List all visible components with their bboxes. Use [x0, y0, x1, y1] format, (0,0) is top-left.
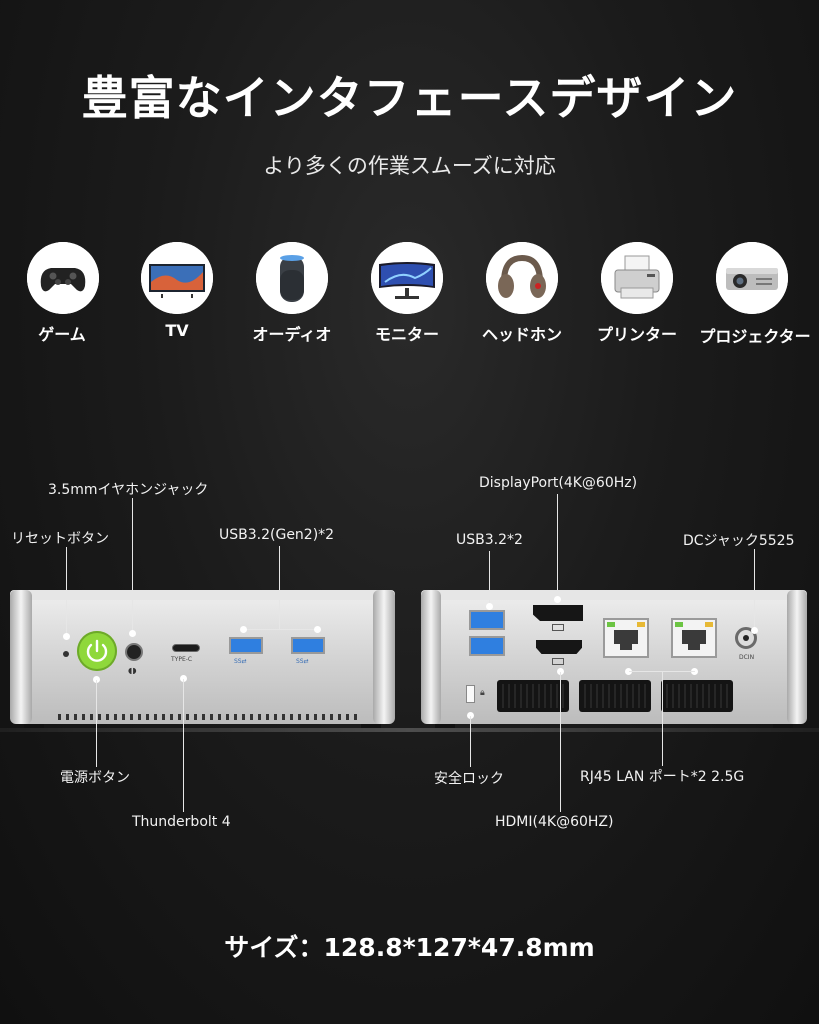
headphone-mark-icon: ◖◗	[128, 666, 137, 675]
rj45-led-1a	[607, 622, 615, 627]
dot-reset	[63, 633, 70, 640]
size-spec: サイズ：128.8*127*47.8mm	[224, 933, 595, 962]
callout-displayport: DisplayPort(4K@60Hz)	[479, 475, 638, 491]
rj45-socket-1	[614, 630, 638, 650]
projector-icon	[716, 242, 788, 314]
dot-displayport	[554, 596, 561, 603]
hdmi-port	[536, 640, 582, 654]
dot-thunderbolt	[180, 675, 187, 682]
power-button[interactable]	[77, 631, 117, 671]
lock-icon: 🔒︎	[480, 688, 485, 698]
leader-thunderbolt	[183, 679, 184, 812]
rj45-port-1	[603, 618, 649, 658]
rj45-socket-2	[682, 630, 706, 650]
device-label-projector: プロジェクター	[699, 327, 811, 346]
dot-usb-front-2	[314, 626, 321, 633]
hdmi-mark-icon	[552, 658, 564, 665]
usb-port-rear-2	[469, 636, 505, 656]
dot-audio-jack	[129, 630, 136, 637]
dot-rj45-1	[625, 668, 632, 675]
callout-audio-jack: 3.5mmイヤホンジャック	[48, 482, 209, 498]
audio-jack	[125, 643, 143, 661]
dot-lock	[467, 712, 474, 719]
leader-usb-front	[279, 546, 280, 630]
callout-power: 電源ボタン	[60, 770, 130, 786]
leader-power	[96, 680, 97, 767]
floor-line	[0, 728, 819, 732]
usb-port-rear-1	[469, 610, 505, 630]
dot-hdmi	[557, 668, 564, 675]
monitor-icon	[371, 242, 443, 314]
rj45-led-2a	[675, 622, 683, 627]
thunderbolt-port	[172, 644, 200, 652]
device-label-monitor: モニター	[374, 325, 439, 344]
callout-thunderbolt: Thunderbolt 4	[132, 814, 231, 830]
page-title: 豊富なインタフェースデザイン	[81, 71, 738, 125]
reset-button[interactable]	[63, 651, 69, 657]
device-label-game: ゲーム	[38, 325, 86, 344]
page-subtitle: より多くの作業スムーズに対応	[263, 154, 556, 178]
leader-usb-rear	[489, 551, 490, 606]
callout-usb-rear: USB3.2*2	[456, 532, 523, 548]
callout-dc: DCジャック5525	[683, 533, 795, 549]
ss-logo-1: SS⇄	[234, 658, 247, 665]
leader-reset	[66, 547, 67, 636]
rj45-led-1b	[637, 622, 645, 627]
security-lock-slot	[466, 685, 475, 703]
typec-label: TYPE-C	[171, 656, 193, 663]
leader-dc	[754, 549, 755, 631]
printer-icon	[601, 242, 673, 314]
front-panel: ◖◗ TYPE-C SS⇄ SS⇄	[10, 588, 395, 728]
callout-rj45: RJ45 LAN ポート*2 2.5G	[580, 769, 745, 785]
usb-port-front-1	[229, 637, 263, 654]
rj45-led-2b	[705, 622, 713, 627]
dot-power	[93, 676, 100, 683]
leader-lock	[470, 716, 471, 767]
callout-hdmi: HDMI(4K@60HZ)	[495, 814, 614, 830]
power-icon	[86, 639, 108, 662]
ss-logo-2: SS⇄	[296, 658, 309, 665]
gamepad-icon	[27, 242, 99, 314]
leader-rj45	[662, 671, 663, 766]
leader-usb-front-bar	[244, 629, 318, 630]
callout-usb-front: USB3.2(Gen2)*2	[219, 527, 335, 543]
device-label-audio: オーディオ	[252, 325, 332, 344]
device-label-headphones: ヘッドホン	[481, 325, 562, 344]
dc-label: DCIN	[739, 654, 755, 661]
device-label-printer: プリンター	[596, 325, 677, 344]
speaker-icon	[256, 242, 328, 314]
callout-lock: 安全ロック	[434, 771, 504, 787]
dc-jack-pin	[743, 635, 749, 641]
headphones-icon	[486, 242, 558, 314]
dot-dc	[751, 627, 758, 634]
tv-icon	[141, 242, 213, 314]
rj45-port-2	[671, 618, 717, 658]
callout-reset: リセットボタン	[11, 531, 109, 547]
usb-port-front-2	[291, 637, 325, 654]
leader-displayport	[557, 494, 558, 599]
dot-usb-rear	[486, 603, 493, 610]
rear-panel: 🔒︎ DCIN	[421, 588, 807, 728]
device-row: ゲーム TV オーディオ モニター ヘッドホン	[0, 242, 819, 352]
leader-audio-jack	[132, 498, 133, 633]
device-label-tv: TV	[165, 321, 189, 340]
dp-mark-icon	[552, 624, 564, 631]
leader-hdmi	[560, 672, 561, 812]
dot-usb-front-1	[240, 626, 247, 633]
displayport-port	[533, 605, 583, 621]
